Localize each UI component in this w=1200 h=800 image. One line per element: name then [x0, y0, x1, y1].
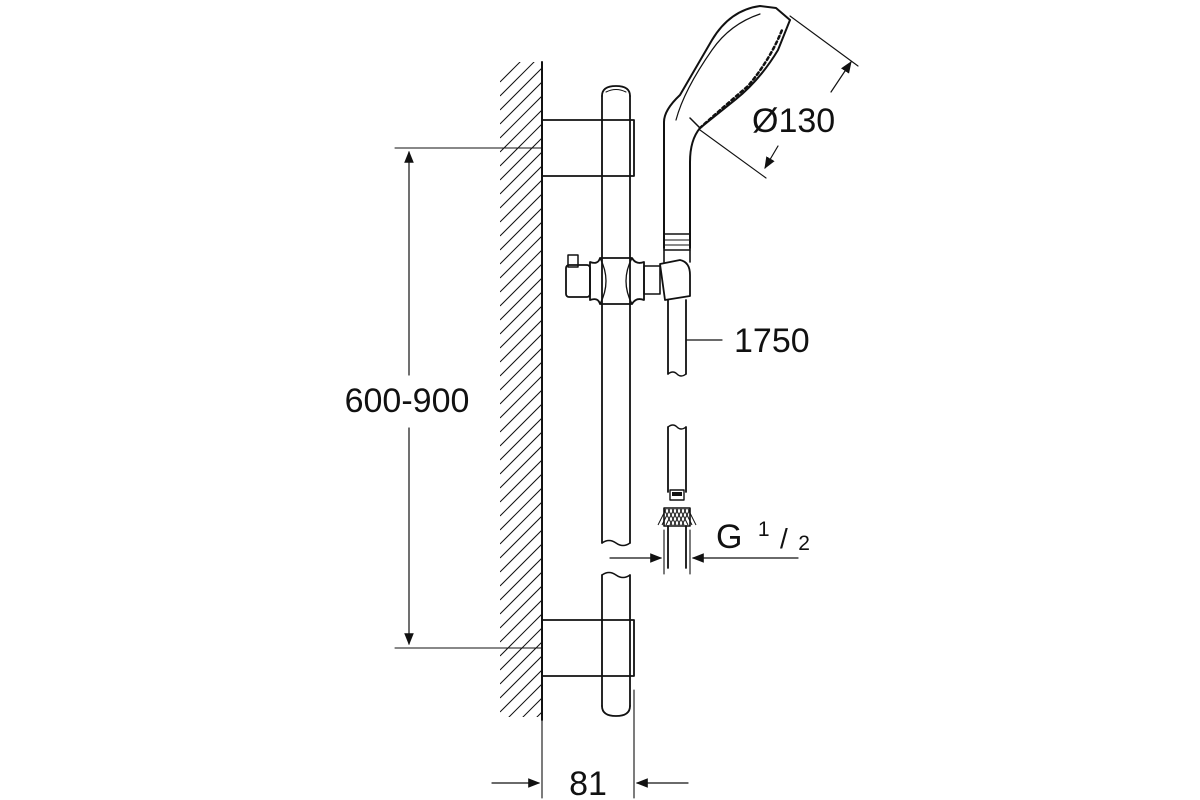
dimension-hose-length: 1750	[685, 322, 810, 360]
hatch-line	[500, 123, 542, 167]
height-range-label: 600-900	[345, 382, 470, 420]
slider-holder	[565, 254, 691, 305]
hatch-line	[500, 291, 542, 335]
hose-upper	[667, 299, 687, 377]
hatch-line	[500, 62, 535, 97]
knurl-line	[681, 508, 691, 526]
hand-shower	[663, 5, 791, 263]
hatch-line	[522, 697, 542, 717]
hatch-line	[500, 333, 542, 377]
hatch-line	[500, 95, 542, 139]
shower-rail-lower	[601, 571, 631, 717]
hatch-line	[500, 305, 542, 349]
dimension-height: 600-900	[345, 147, 543, 649]
hatch-line	[500, 669, 542, 713]
hatch-line	[500, 754, 542, 796]
hatch-line	[500, 655, 542, 699]
hatch-line	[500, 62, 521, 83]
hatch-line	[500, 151, 542, 195]
hatch-line	[500, 179, 542, 223]
wall	[500, 61, 543, 796]
hatch-line	[500, 81, 542, 125]
hatch-line	[500, 277, 542, 321]
knurl-line	[673, 508, 683, 526]
knurl-line	[657, 508, 667, 526]
hatch-line	[500, 389, 542, 433]
hatch-line	[500, 557, 542, 601]
knurl-line	[675, 508, 685, 526]
hatch-line	[500, 221, 542, 265]
hose-length-label: 1750	[734, 322, 810, 360]
thread-denominator: 2	[798, 532, 810, 555]
hatch-line	[500, 193, 542, 237]
hatch-line	[500, 627, 542, 671]
hatch-line	[500, 249, 542, 293]
hatch-line	[500, 137, 542, 181]
hatch-line	[500, 487, 542, 531]
hatch-line	[500, 740, 542, 782]
thread-slash: /	[780, 523, 788, 554]
hatch-line	[500, 263, 542, 307]
hatch-line	[500, 235, 542, 279]
hatch-line	[500, 473, 542, 517]
hatch-line	[500, 165, 542, 209]
thread-knurling	[657, 508, 697, 526]
shower-rail-upper	[601, 85, 631, 547]
hatch-line	[500, 585, 542, 629]
hatch-line	[500, 459, 542, 503]
hatch-line	[500, 641, 542, 685]
knurl-line	[667, 508, 677, 526]
knurl-line	[661, 508, 671, 526]
knurl-line	[683, 508, 693, 526]
hatch-line	[500, 319, 542, 363]
knurl-line	[665, 508, 675, 526]
hatch-line	[500, 501, 542, 545]
hatch-line	[500, 375, 542, 419]
dimension-head-diameter: Ø130	[699, 15, 859, 179]
hatch-line	[500, 726, 542, 768]
hatch-line	[500, 543, 542, 587]
hatch-line	[500, 403, 542, 447]
hatch-line	[500, 67, 542, 111]
hose-lower	[657, 424, 697, 569]
hatch-line	[500, 599, 542, 643]
knurl-line	[669, 508, 679, 526]
hatch-line	[500, 571, 542, 615]
hatch-line	[536, 711, 542, 717]
hatch-line	[500, 361, 542, 405]
hatch-line	[500, 347, 542, 391]
knurl-line	[671, 508, 681, 526]
hatch-line	[500, 417, 542, 461]
hatch-line	[500, 207, 542, 251]
knurl-line	[663, 508, 673, 526]
rail-depth-label: 81	[569, 765, 607, 800]
knurl-line	[677, 508, 687, 526]
hatch-line	[500, 445, 542, 489]
knurl-line	[679, 508, 689, 526]
thread-prefix: G	[716, 518, 742, 556]
wall-hatching	[500, 62, 542, 796]
hatch-line	[500, 109, 542, 153]
hatch-line	[500, 515, 542, 559]
thread-label: G 1 / 2	[716, 506, 810, 556]
head-diameter-label: Ø130	[752, 102, 835, 140]
dimension-thread: G 1 / 2	[609, 506, 810, 575]
hatch-line	[500, 431, 542, 475]
dimension-rail-depth: 81	[491, 689, 689, 800]
bottom-wall-bracket	[541, 619, 635, 677]
thread-numerator: 1	[758, 518, 770, 541]
hatch-line	[508, 683, 542, 717]
top-wall-bracket	[541, 119, 635, 177]
knurl-line	[687, 508, 697, 526]
hatch-line	[500, 613, 542, 657]
hatch-line	[500, 529, 542, 573]
